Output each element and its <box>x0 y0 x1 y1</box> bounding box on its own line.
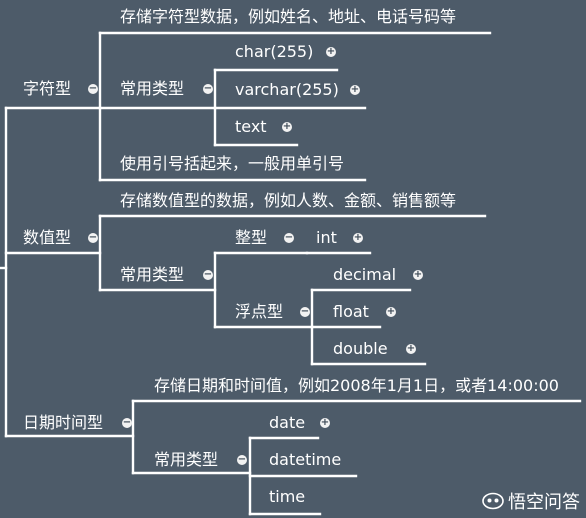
collapse-toggle-icon[interactable]: − <box>88 232 98 243</box>
expand-toggle-icon[interactable]: + <box>406 343 416 354</box>
node-datetime-common-types[interactable]: 常用类型 <box>154 450 219 469</box>
node-text[interactable]: text <box>235 117 267 136</box>
expand-toggle-icon[interactable]: + <box>320 417 330 428</box>
node-datetime-description[interactable]: 存储日期和时间值，例如2008年1月1日，或者14:00:00 <box>154 376 559 395</box>
node-string-common-types[interactable]: 常用类型 <box>120 79 185 98</box>
node-datetime[interactable]: datetime <box>269 450 342 469</box>
watermark-text: 悟空问答 <box>508 492 580 513</box>
node-char[interactable]: char(255) <box>235 42 314 61</box>
node-double[interactable]: double <box>333 339 388 358</box>
watermark: 悟空问答 <box>482 488 580 514</box>
node-time[interactable]: time <box>269 487 306 506</box>
node-integer[interactable]: 整型 <box>235 228 268 247</box>
node-decimal[interactable]: decimal <box>333 265 397 284</box>
expand-toggle-icon[interactable]: + <box>413 269 423 280</box>
wukong-logo-icon <box>482 492 504 510</box>
collapse-toggle-icon[interactable]: − <box>300 306 310 317</box>
collapse-toggle-icon[interactable]: − <box>122 417 132 428</box>
node-string-description[interactable]: 存储字符型数据，例如姓名、地址、电话号码等 <box>120 7 457 26</box>
collapse-toggle-icon[interactable]: − <box>88 83 98 94</box>
node-numeric-type[interactable]: 数值型 <box>23 228 72 247</box>
node-float-point[interactable]: 浮点型 <box>235 302 284 321</box>
expand-toggle-icon[interactable]: + <box>282 121 292 132</box>
expand-toggle-icon[interactable]: + <box>350 84 360 95</box>
node-date[interactable]: date <box>269 413 306 432</box>
node-float[interactable]: float <box>333 302 369 321</box>
collapse-toggle-icon[interactable]: − <box>284 232 294 243</box>
node-varchar[interactable]: varchar(255) <box>235 80 339 99</box>
collapse-toggle-icon[interactable]: − <box>237 454 247 465</box>
node-string-note[interactable]: 使用引号括起来，一般用单引号 <box>120 154 345 173</box>
node-datetime-type[interactable]: 日期时间型 <box>23 413 104 432</box>
node-numeric-common-types[interactable]: 常用类型 <box>120 265 185 284</box>
expand-toggle-icon[interactable]: + <box>386 306 396 317</box>
node-numeric-description[interactable]: 存储数值型的数据，例如人数、金额、销售额等 <box>120 191 457 210</box>
node-string-type[interactable]: 字符型 <box>23 79 72 98</box>
expand-toggle-icon[interactable]: + <box>326 46 336 57</box>
node-int[interactable]: int <box>316 228 337 247</box>
collapse-toggle-icon[interactable]: − <box>203 269 213 280</box>
collapse-toggle-icon[interactable]: − <box>203 83 213 94</box>
expand-toggle-icon[interactable]: + <box>353 232 363 243</box>
